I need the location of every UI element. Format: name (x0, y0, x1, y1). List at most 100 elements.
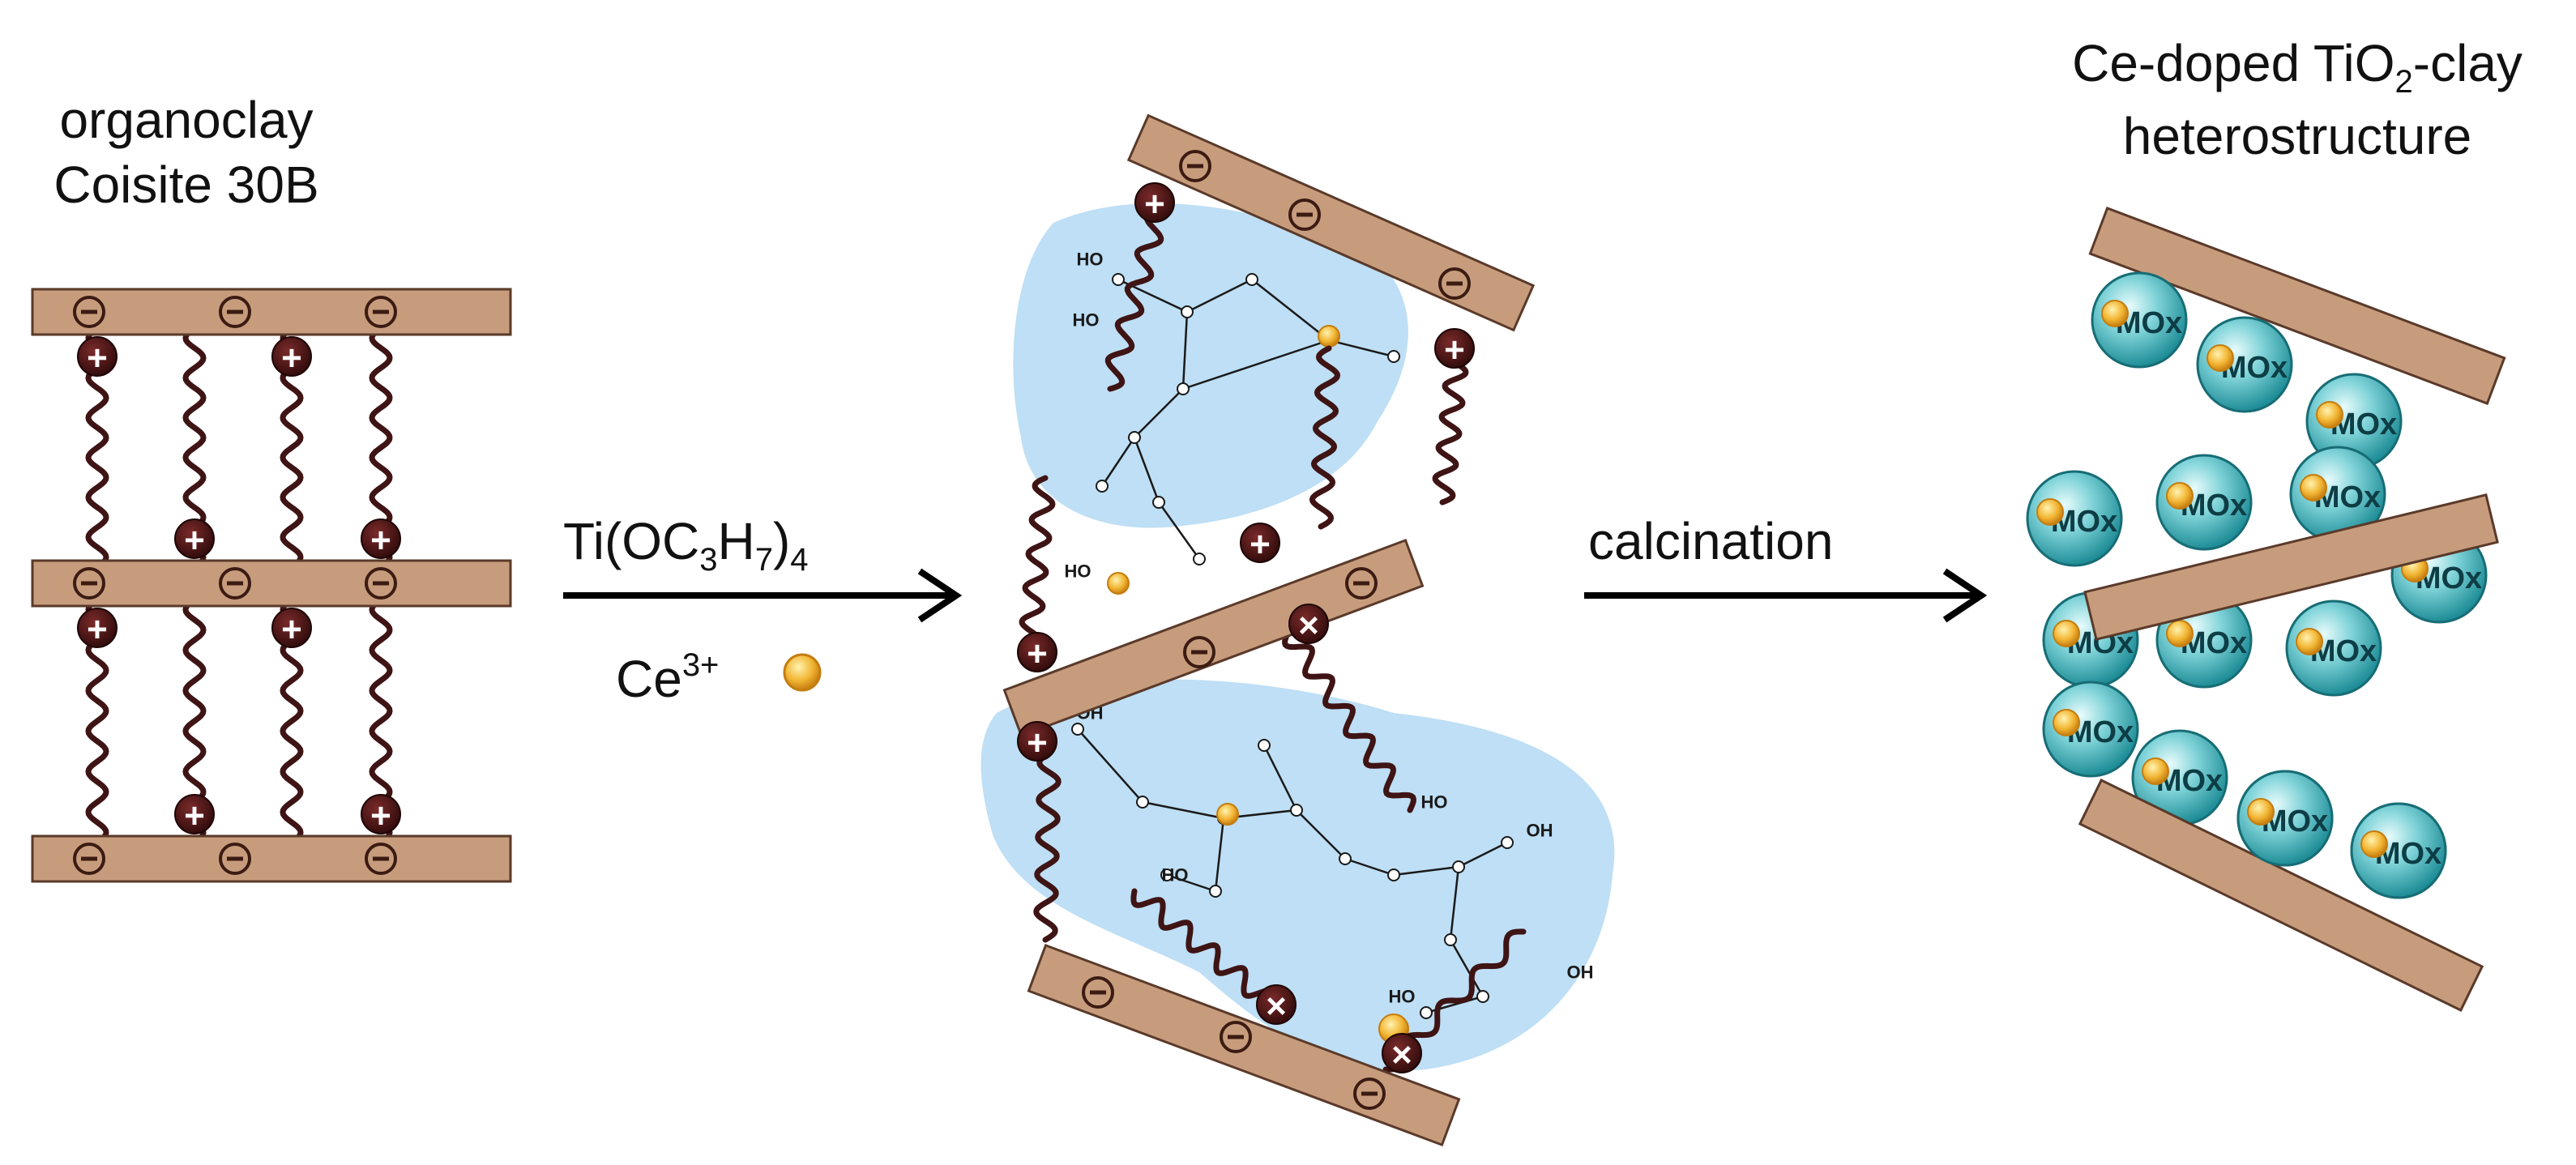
oxygen-bridge (1258, 739, 1271, 752)
negative-charge (1179, 150, 1211, 182)
surfactant-chain (1130, 888, 1276, 1008)
oxide-particle: MOx (2042, 681, 2139, 778)
clay-layer (31, 559, 512, 608)
cerium-dopant-dot (2296, 628, 2323, 655)
cation-head: + (1017, 632, 1057, 674)
cerium-ion-dot (783, 653, 822, 692)
surfactant-chain (1033, 750, 1062, 943)
oxygen-bridge (1501, 836, 1514, 849)
oxygen-bridge (1160, 868, 1173, 881)
cation-head-ball (77, 608, 117, 648)
cation-head: + (77, 336, 117, 378)
sol-gel-bond (1262, 745, 1298, 811)
sol-gel-bond (1251, 279, 1330, 341)
cation-charge: × (1298, 606, 1319, 646)
cation-head: + (271, 336, 312, 378)
sol-gel-bond (1296, 809, 1346, 860)
negative-charge (1353, 1078, 1386, 1110)
oxygen-bridge (1387, 350, 1400, 363)
cation-head-ball (1382, 1033, 1422, 1073)
cation-head-ball (271, 608, 312, 648)
negative-charge (1438, 267, 1471, 300)
heterostructure-panel: Ce-doped TiO2-clay heterostructure MOxMO… (2026, 34, 2523, 1012)
negative-charge-ring (219, 296, 251, 328)
cation-head-ball (1256, 984, 1297, 1025)
oxide-particle-sphere (2196, 316, 2293, 413)
oxide-particle: MOx (2196, 316, 2293, 413)
oxide-particle-sphere (2285, 600, 2382, 697)
cation-head: + (271, 608, 312, 650)
oxygen-bridge (1339, 852, 1352, 865)
cerium-dopant-dot (2053, 709, 2080, 736)
cation-head: + (1134, 182, 1175, 224)
oxygen-bridge (1177, 382, 1190, 395)
negative-charge-ring (1082, 976, 1114, 1009)
surfactant-chain (1104, 207, 1164, 392)
cation-head-ball (361, 518, 401, 559)
cerium-dopant-dot (2360, 830, 2388, 858)
hydroxyl-label: OH (1567, 962, 1594, 983)
cerium-dopant-dot (2300, 474, 2327, 501)
negative-charge (1345, 567, 1378, 600)
sol-gel-network-upper (1096, 273, 1400, 565)
negative-charge (73, 296, 105, 328)
sol-gel-bond (1449, 866, 1460, 941)
sol-gel-bond (1157, 501, 1201, 560)
clay-layer (1002, 538, 1425, 738)
cation-head-ball (271, 336, 312, 377)
negative-charge (1183, 636, 1215, 668)
oxygen-bridge (1420, 1006, 1433, 1019)
clay-layer (2088, 207, 2506, 405)
titanium-precursor-formula: Ti(OC3H7)4 (563, 512, 809, 578)
cerium-dopant-dot (2166, 482, 2194, 510)
cation-charge: + (1144, 185, 1165, 224)
sol-cloud-upper (1013, 203, 1408, 528)
oxide-particle: MOx (2350, 802, 2447, 899)
cerium-dopant-dot (2142, 757, 2169, 785)
negative-charge-ring (365, 296, 397, 328)
cation-head-ball (1288, 604, 1329, 644)
negative-charge-ring (1220, 1021, 1252, 1053)
cation-head: + (361, 794, 401, 836)
cation-head: × (1288, 604, 1329, 646)
hydroxyl-label: OH (1527, 821, 1553, 841)
sol-gel-bond (1100, 437, 1136, 487)
cation-head-ball (1017, 632, 1057, 672)
arrow-1-head (917, 568, 963, 623)
arrow-2-head (1942, 568, 1988, 623)
cation-charge: + (87, 610, 108, 650)
oxygen-bridge (1290, 804, 1303, 817)
cation-head: + (174, 518, 215, 561)
negative-charge-ring (73, 843, 105, 875)
negative-charge-ring (219, 843, 251, 875)
cerium-dopant-dot (2101, 300, 2129, 327)
negative-charge (365, 843, 397, 875)
sol-gel-bond (1181, 311, 1189, 390)
surfactant-chain (1282, 629, 1416, 813)
negative-charge (1288, 198, 1321, 231)
negative-charge (73, 567, 105, 600)
sol-gel-bond (1133, 437, 1160, 503)
oxide-particle-sphere (2350, 802, 2447, 899)
negative-charge-ring (73, 296, 105, 328)
cation-head: + (77, 608, 117, 650)
oxide-particle: MOx (2091, 271, 2188, 369)
cation-charge: × (1391, 1035, 1412, 1075)
sol-gel-bond (1214, 817, 1225, 892)
negative-charge-ring (1288, 198, 1321, 231)
oxygen-bridge (1152, 496, 1165, 509)
hydroxyl-label: HO (1073, 310, 1100, 331)
cation-charge: + (184, 521, 205, 561)
oxygen-bridge (1128, 431, 1141, 444)
negative-charge (1220, 1021, 1252, 1053)
oxygen-bridge (1071, 723, 1084, 736)
hydroxyl-label: HO (1065, 561, 1091, 582)
oxygen-bridge (1387, 868, 1400, 881)
sol-gel-bond (1186, 278, 1253, 314)
cation-charge: + (1444, 331, 1465, 370)
oxide-particle: MOx (2289, 446, 2386, 543)
sol-gel-bond (1344, 857, 1395, 877)
